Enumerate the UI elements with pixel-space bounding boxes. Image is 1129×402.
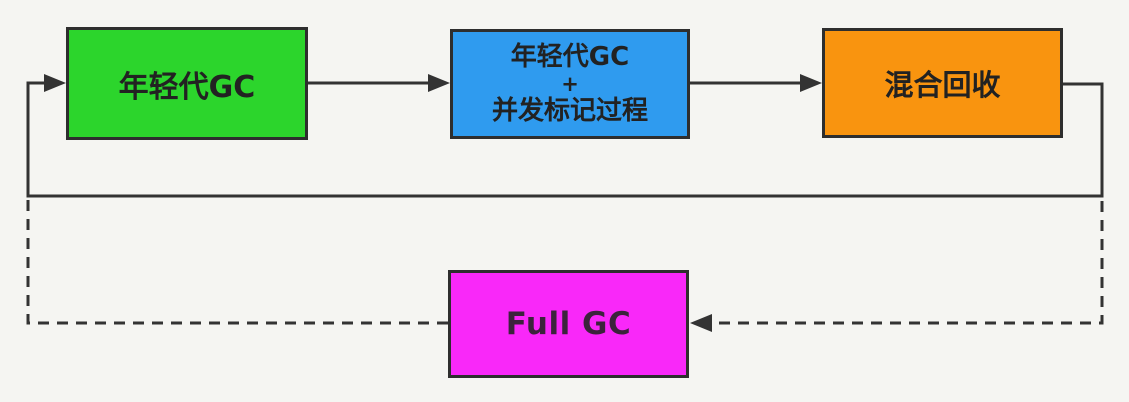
node-young-gc: 年轻代GC [66, 27, 308, 140]
arrowhead-left-icon [690, 314, 712, 332]
node-mixed-collection-label: 混合回收 [884, 68, 1001, 102]
node-mixed-collection: 混合回收 [822, 28, 1063, 138]
node-full-gc: Full GC [448, 270, 689, 378]
edge-young-to-concurrent [308, 74, 450, 92]
node-full-gc-label: Full GC [505, 306, 632, 342]
edge-fullgc-to-young-dashed [26, 198, 448, 325]
node-concurrent-plus: + [561, 72, 579, 96]
node-concurrent-line1: 年轻代GC [510, 42, 630, 72]
node-young-gc-plus-concurrent-marking: 年轻代GC + 并发标记过程 [450, 29, 690, 139]
node-concurrent-line3: 并发标记过程 [491, 96, 648, 126]
edge-mixed-to-young-loop [26, 74, 1104, 198]
arrowhead-right-icon [428, 74, 450, 92]
arrowhead-right-icon [800, 74, 822, 92]
arrowhead-right-icon [44, 74, 66, 92]
node-young-gc-label: 年轻代GC [118, 69, 256, 105]
edge-mixed-to-fullgc-dashed [690, 201, 1104, 332]
edge-concurrent-to-mixed [690, 74, 822, 92]
